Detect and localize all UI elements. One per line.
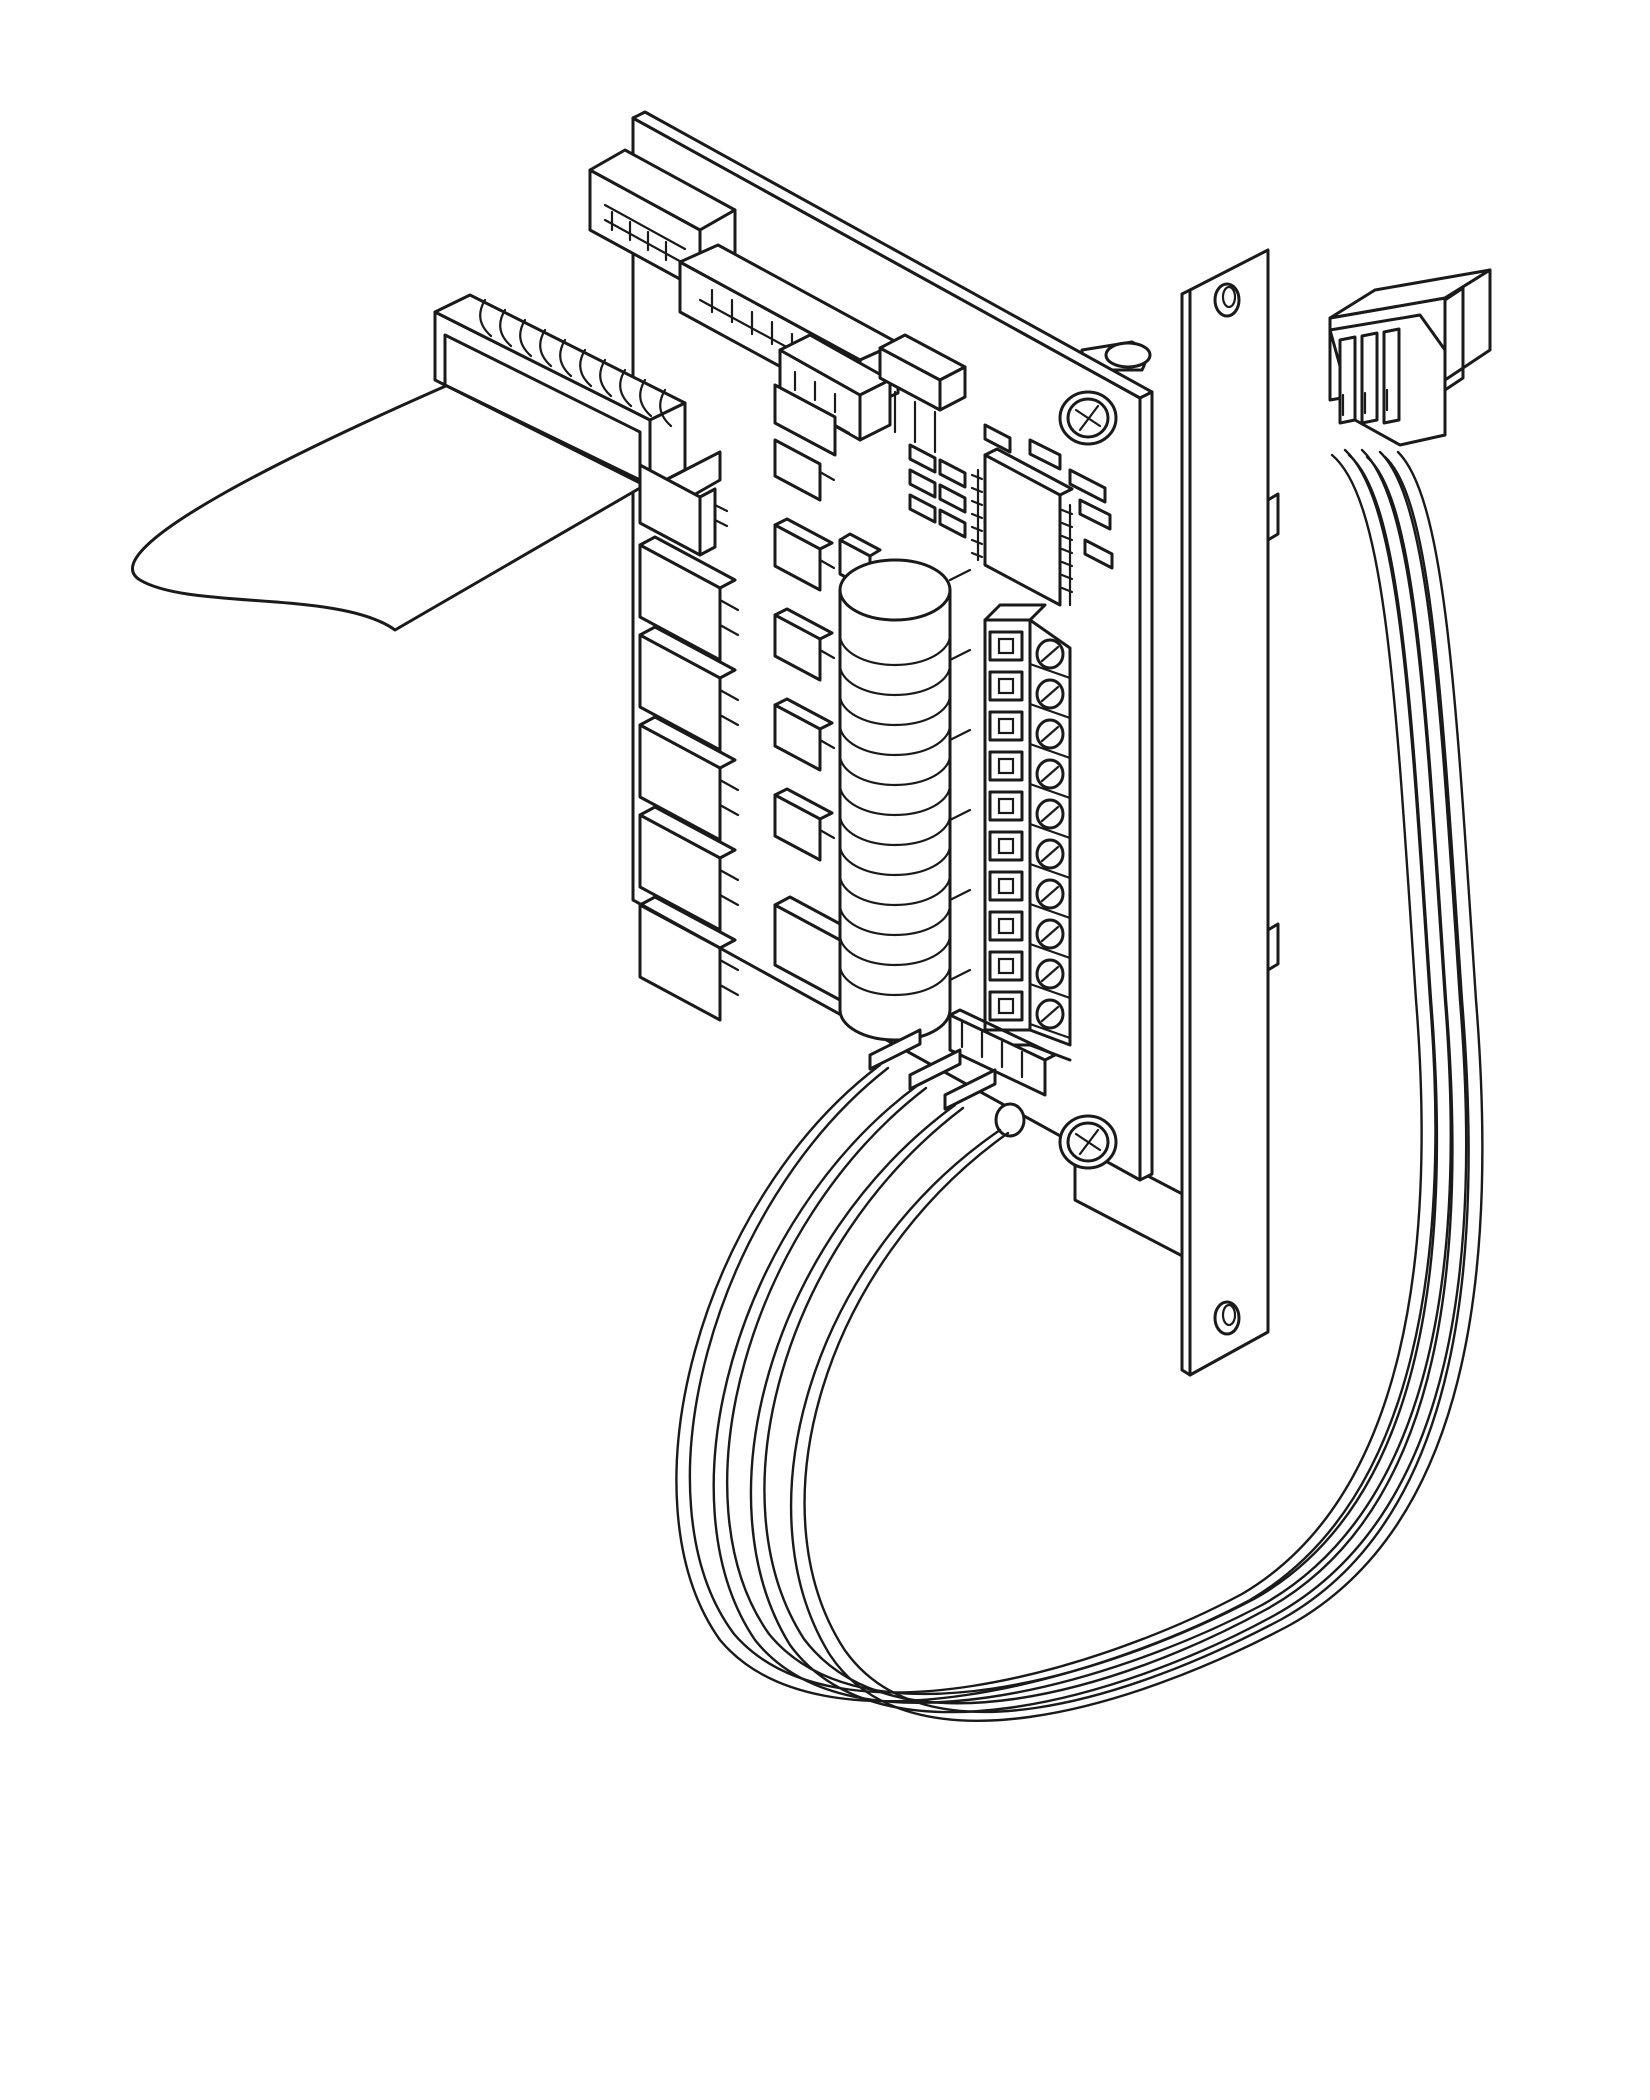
terminal-slot <box>988 910 1072 960</box>
bracket-hole-bottom <box>1213 1300 1241 1336</box>
small-component <box>773 607 836 682</box>
ic-chip <box>970 447 1074 607</box>
capacitor-stack <box>838 558 972 1042</box>
relay-module <box>638 463 729 557</box>
small-component <box>773 697 836 772</box>
relay-module <box>638 625 740 752</box>
small-component <box>773 517 836 592</box>
wire-harness <box>675 448 1484 1722</box>
terminal-slot <box>988 870 1072 920</box>
bracket-hole-top <box>1213 282 1241 318</box>
relay-module <box>638 805 740 932</box>
header-connector-small <box>878 333 967 454</box>
relay-column-left <box>638 463 740 1022</box>
terminal-slot <box>988 630 1072 680</box>
small-component <box>773 787 836 862</box>
header-connector-large <box>588 148 737 292</box>
mounting-screw-bottom <box>1058 1114 1118 1170</box>
cable-connector <box>1328 268 1492 447</box>
header-connector-right <box>778 333 892 442</box>
small-component <box>773 438 836 502</box>
terminal-slot <box>988 830 1072 880</box>
pin-header-bottom <box>868 1008 1057 1138</box>
mounting-screw-top <box>1058 390 1118 446</box>
relay-module <box>638 715 740 842</box>
terminal-slots <box>988 630 1072 1040</box>
smd-parts <box>908 423 1114 570</box>
terminal-slot <box>988 790 1072 840</box>
terminal-slot <box>988 990 1072 1040</box>
terminal-slot <box>988 950 1072 1000</box>
relay-module <box>638 895 740 1022</box>
terminal-slot <box>988 750 1072 800</box>
relay-module <box>638 535 740 662</box>
terminal-slot <box>988 710 1072 760</box>
terminal-slot <box>988 670 1072 720</box>
small-component <box>773 383 851 457</box>
